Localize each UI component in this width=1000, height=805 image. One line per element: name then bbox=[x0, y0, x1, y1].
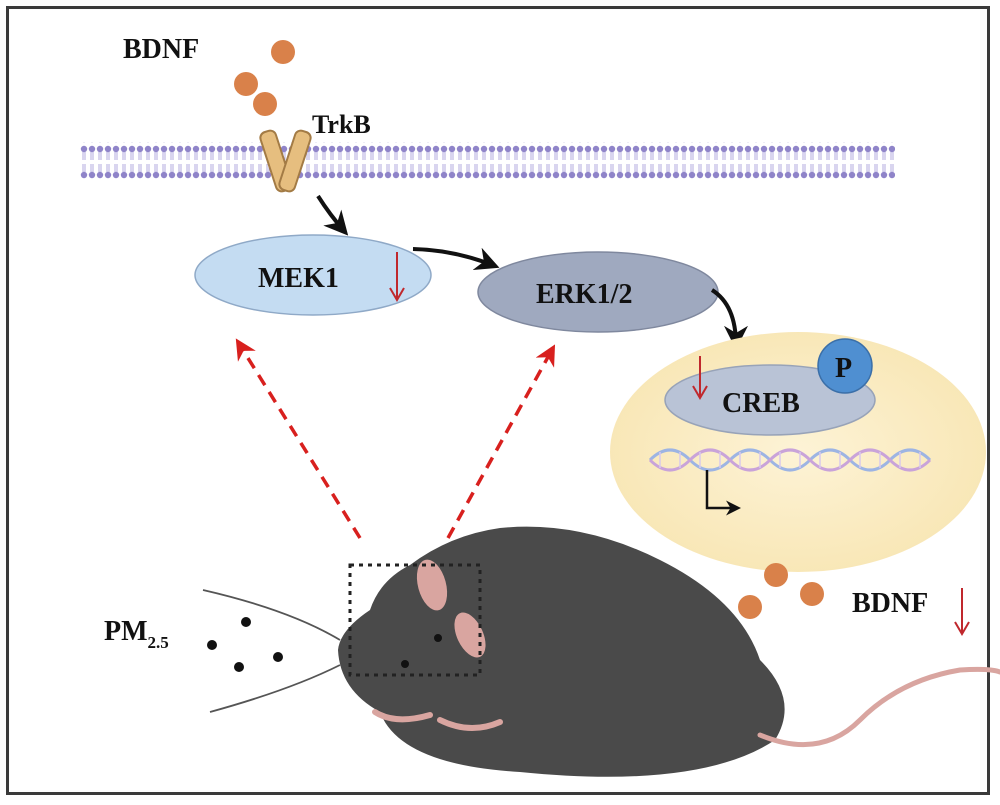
creb-node bbox=[664, 364, 876, 436]
creb-label: CREB bbox=[722, 388, 800, 419]
trkb-receptor-icon bbox=[259, 129, 312, 193]
erk-label: ERK1/2 bbox=[536, 279, 632, 310]
phospho-label: P bbox=[835, 353, 852, 384]
bdnf-particles-bottom bbox=[738, 563, 824, 619]
exposure-arrow-to-mek1 bbox=[235, 338, 362, 539]
arrow-mek1-to-erk bbox=[412, 247, 500, 271]
arrow-trkb-to-mek1 bbox=[316, 194, 349, 236]
bdnf-top-label: BDNF bbox=[123, 34, 199, 65]
creb-decrease-arrow bbox=[692, 356, 708, 400]
mek1-decrease-arrow bbox=[389, 252, 405, 302]
cell-membrane bbox=[80, 142, 895, 180]
mek1-node bbox=[194, 234, 432, 316]
figure-border bbox=[6, 6, 990, 795]
transcription-start-arrow-icon bbox=[705, 470, 741, 516]
mek1-label: MEK1 bbox=[258, 263, 339, 294]
exposure-arrow-to-erk bbox=[446, 344, 556, 539]
pm25-label: PM2.5 bbox=[104, 616, 169, 652]
trkb-label: TrkB bbox=[312, 110, 371, 139]
dna-helix-icon bbox=[648, 448, 932, 472]
bdnf-particles-top bbox=[234, 40, 295, 116]
mouse-illustration-icon bbox=[338, 526, 1000, 777]
bdnf-decrease-arrow bbox=[954, 588, 970, 636]
phospho-badge bbox=[817, 338, 873, 394]
pm25-inhalation-stream bbox=[202, 589, 341, 713]
pm25-particles bbox=[207, 617, 283, 672]
bdnf-bottom-label: BDNF bbox=[852, 588, 928, 619]
arrow-erk-to-creb bbox=[710, 288, 748, 350]
